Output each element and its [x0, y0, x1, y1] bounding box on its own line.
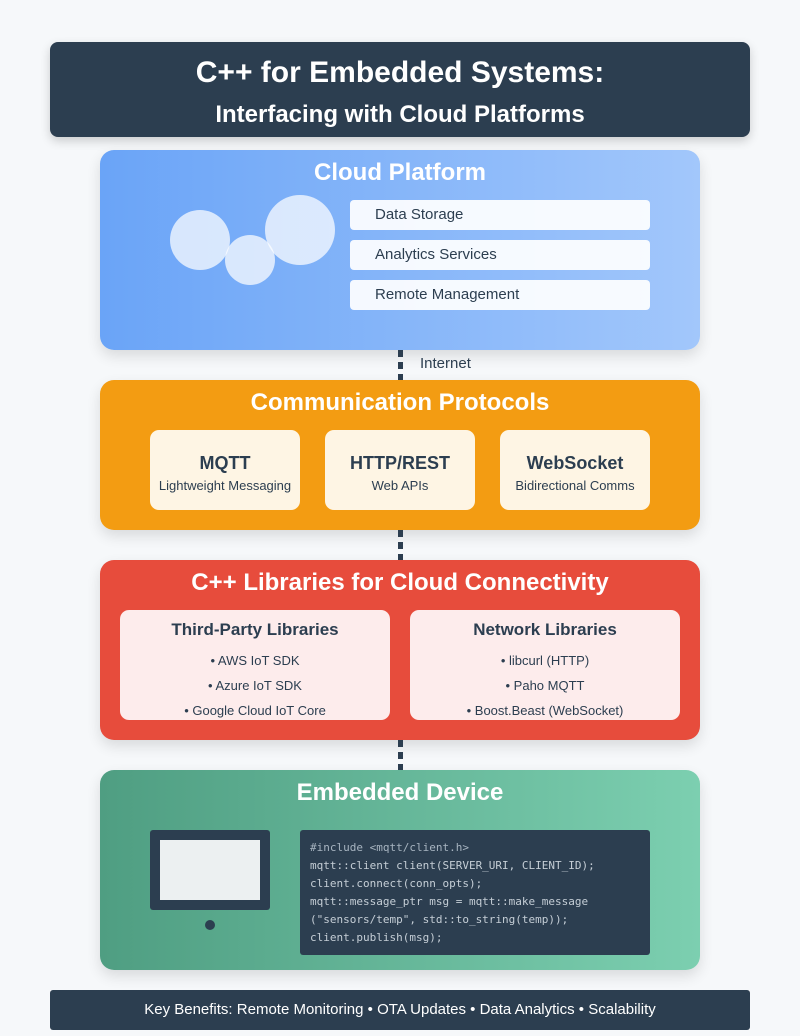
connector-protocols-libraries	[398, 530, 403, 560]
protocol-description: Web APIs	[371, 478, 429, 493]
protocols-title: Communication Protocols	[250, 389, 550, 416]
diagram-subtitle: Interfacing with Cloud Platforms	[215, 101, 585, 128]
code-line: mqtt::client client(SERVER_URI, CLIENT_I…	[310, 859, 595, 872]
service-analytics: Analytics Services	[350, 240, 650, 270]
protocol-name: HTTP/REST	[349, 453, 450, 473]
code-snippet: #include <mqtt/client.h> mqtt::client cl…	[300, 830, 650, 955]
embedded-device-title: Embedded Device	[296, 779, 504, 806]
device-monitor-icon	[150, 830, 270, 910]
library-item: • Google Cloud IoT Core	[184, 703, 326, 718]
library-item: • AWS IoT SDK	[210, 653, 300, 668]
library-item: • libcurl (HTTP)	[500, 653, 590, 668]
library-item: • Paho MQTT	[505, 678, 585, 693]
library-group-title: Third-Party Libraries	[171, 620, 339, 639]
protocol-name: MQTT	[199, 453, 251, 473]
protocol-name: WebSocket	[526, 453, 624, 473]
cloud-platform-section: Cloud Platform Data Storage Analytics Se…	[100, 150, 700, 350]
internet-label: Internet	[420, 355, 471, 372]
service-remote-management: Remote Management	[350, 280, 650, 310]
key-benefits-footer: Key Benefits: Remote Monitoring • OTA Up…	[50, 990, 750, 1030]
code-line: mqtt::message_ptr msg = mqtt::make_messa…	[310, 895, 589, 908]
protocol-description: Bidirectional Comms	[515, 478, 635, 493]
diagram-title: C++ for Embedded Systems:	[195, 56, 605, 89]
cloud-icon-circle-left	[170, 210, 230, 270]
library-item: • Boost.Beast (WebSocket)	[466, 703, 624, 718]
cloud-platform-title: Cloud Platform	[314, 159, 486, 186]
protocol-card-mqtt: MQTT Lightweight Messaging	[150, 430, 300, 510]
code-line: client.connect(conn_opts);	[310, 877, 483, 890]
connector-libraries-device	[398, 740, 403, 770]
code-line: ("sensors/temp", std::to_string(temp));	[310, 913, 569, 926]
network-libraries-card: Network Libraries • libcurl (HTTP) • Pah…	[410, 610, 680, 720]
libraries-title: C++ Libraries for Cloud Connectivity	[191, 569, 609, 596]
library-group-title: Network Libraries	[473, 620, 617, 639]
protocol-card-websocket: WebSocket Bidirectional Comms	[500, 430, 650, 510]
service-data-storage: Data Storage	[350, 200, 650, 230]
communication-protocols-section: Communication Protocols MQTT Lightweight…	[100, 380, 700, 530]
protocol-card-http: HTTP/REST Web APIs	[325, 430, 475, 510]
code-line: client.publish(msg);	[310, 931, 443, 944]
cpp-libraries-section: C++ Libraries for Cloud Connectivity Thi…	[100, 560, 700, 740]
code-line: #include <mqtt/client.h>	[310, 841, 469, 854]
diagram-header: C++ for Embedded Systems: Interfacing wi…	[50, 42, 750, 137]
device-status-led-icon	[205, 920, 215, 930]
embedded-device-section: Embedded Device #include <mqtt/client.h>…	[100, 770, 700, 970]
device-screen	[160, 840, 260, 900]
third-party-libraries-card: Third-Party Libraries • AWS IoT SDK • Az…	[120, 610, 390, 720]
connector-cloud-protocols	[398, 350, 403, 380]
library-item: • Azure IoT SDK	[208, 678, 302, 693]
cloud-icon-circle-right	[265, 195, 335, 265]
protocol-description: Lightweight Messaging	[158, 478, 292, 493]
